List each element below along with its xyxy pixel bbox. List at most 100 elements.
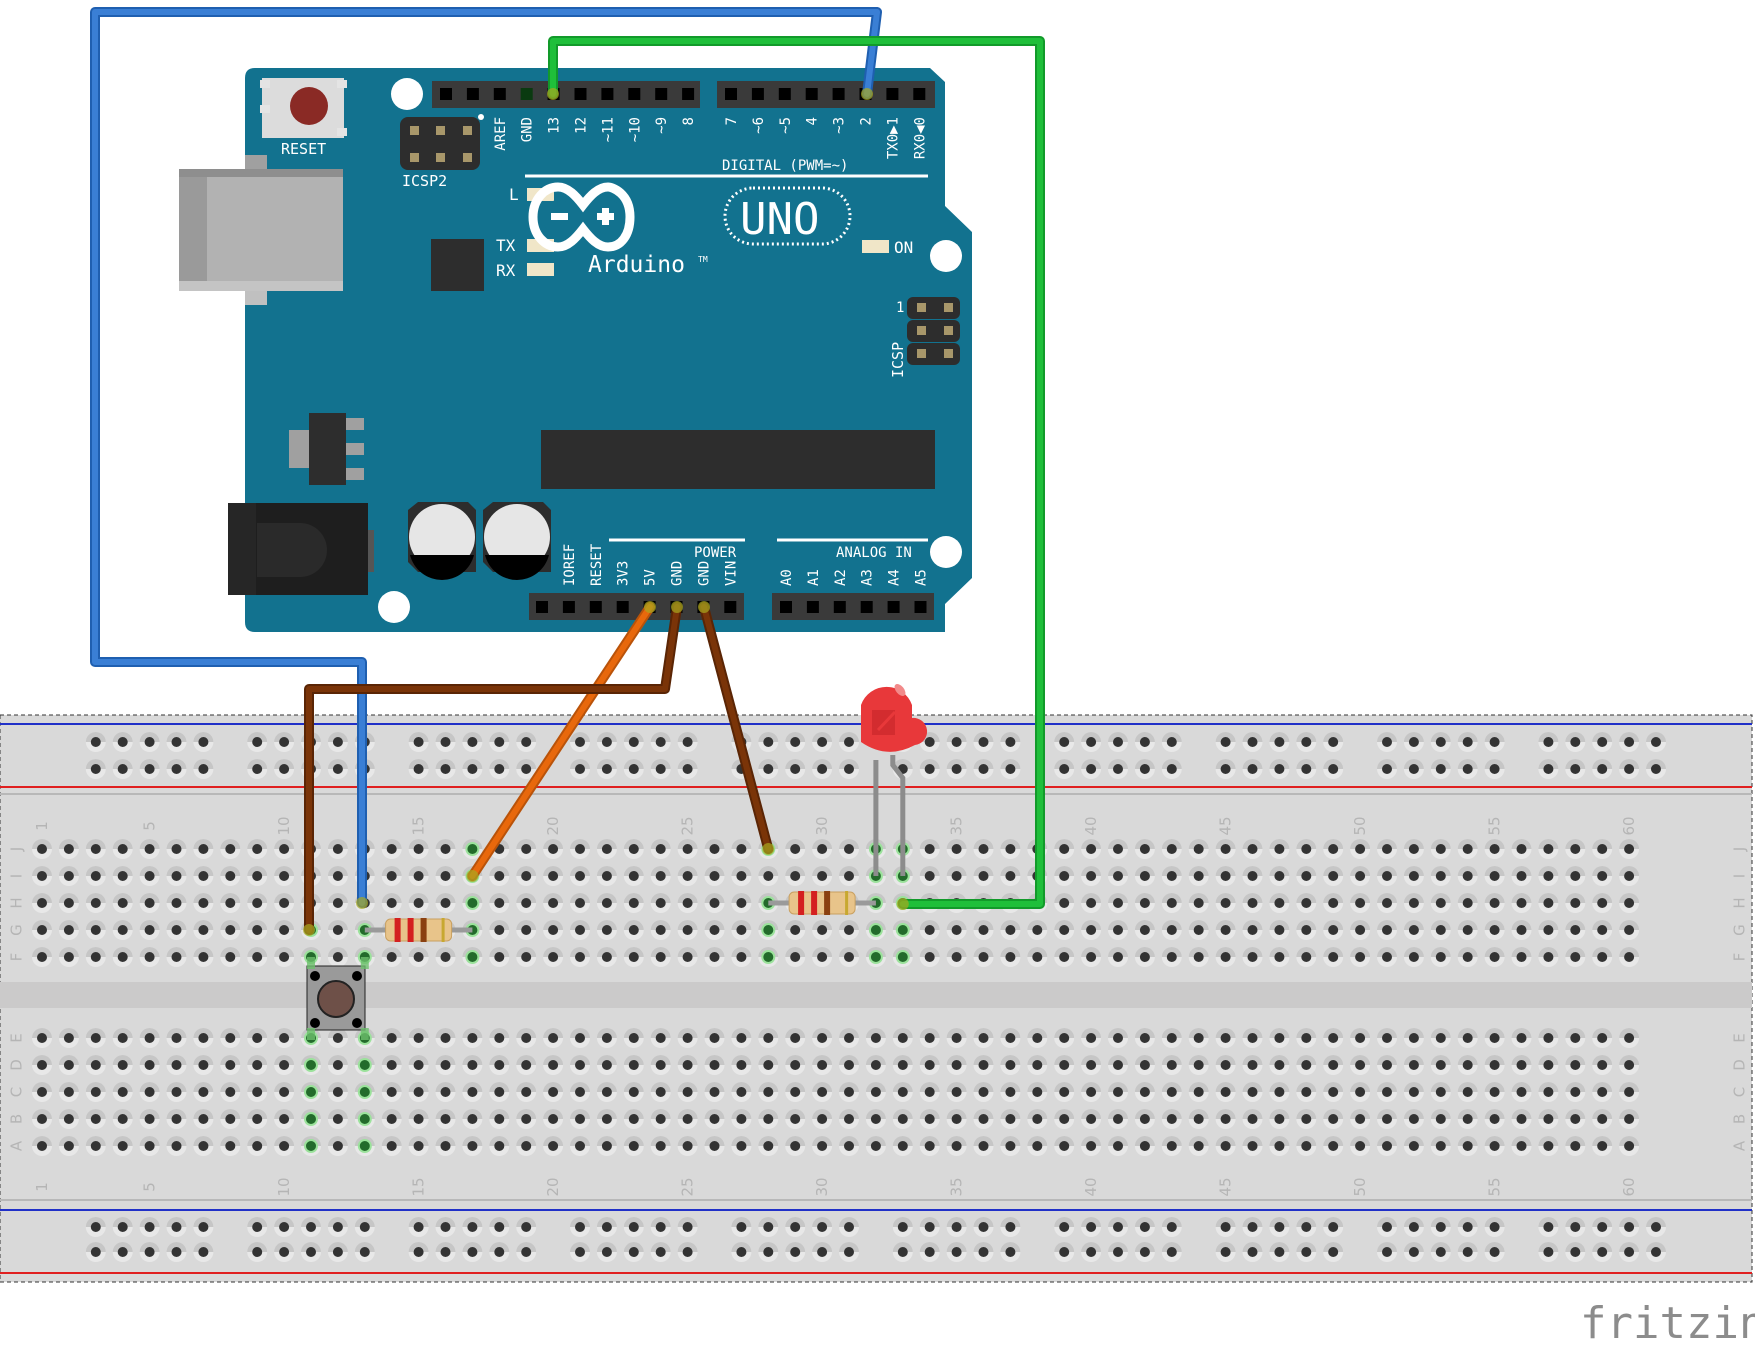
breadboard-hole[interactable] [462,1242,483,1262]
breadboard-hole[interactable] [758,920,779,940]
breadboard-hole[interactable] [677,839,698,859]
breadboard-hole[interactable] [1054,947,1075,967]
breadboard-hole[interactable] [1403,1109,1424,1129]
breadboard-hole[interactable] [1215,920,1236,940]
breadboard-hole[interactable] [1403,839,1424,859]
breadboard-hole[interactable] [247,732,268,752]
breadboard-hole[interactable] [516,947,537,967]
breadboard-hole[interactable] [1403,1028,1424,1048]
breadboard-hole[interactable] [1134,1109,1155,1129]
breadboard-hole[interactable] [166,1028,187,1048]
wire-blue-pin2[interactable] [90,7,882,909]
breadboard-hole[interactable] [677,1082,698,1102]
breadboard-hole[interactable] [543,839,564,859]
breadboard-hole[interactable] [354,1109,375,1129]
breadboard-hole[interactable] [274,1028,295,1048]
breadboard-hole[interactable] [785,1217,806,1237]
breadboard-hole[interactable] [327,1242,348,1262]
breadboard-hole[interactable] [1511,893,1532,913]
breadboard-hole[interactable] [1377,893,1397,913]
breadboard-hole[interactable] [1377,1136,1397,1156]
breadboard-hole[interactable] [435,1217,456,1237]
breadboard-hole[interactable] [677,1217,698,1237]
breadboard-hole[interactable] [1511,1055,1532,1075]
breadboard-hole[interactable] [462,947,483,967]
breadboard-hole[interactable] [839,920,859,940]
breadboard-hole[interactable] [381,1055,402,1075]
breadboard-hole[interactable] [650,1055,671,1075]
breadboard-hole[interactable] [1403,732,1424,752]
breadboard-hole[interactable] [758,1055,779,1075]
breadboard-hole[interactable] [1134,732,1155,752]
breadboard-hole[interactable] [1242,1136,1263,1156]
breadboard-hole[interactable] [1269,1028,1290,1048]
breadboard-hole[interactable] [543,1028,564,1048]
breadboard-hole[interactable] [812,1109,833,1129]
breadboard-hole[interactable] [704,947,725,967]
breadboard-hole[interactable] [1592,732,1613,752]
breadboard-hole[interactable] [570,920,590,940]
breadboard-hole[interactable] [1538,1055,1559,1075]
breadboard-hole[interactable] [1592,1217,1613,1237]
breadboard-hole[interactable] [274,893,295,913]
breadboard-hole[interactable] [1054,759,1075,779]
breadboard-hole[interactable] [596,1082,617,1102]
breadboard-hole[interactable] [1215,1082,1236,1102]
breadboard-hole[interactable] [112,920,133,940]
breadboard-hole[interactable] [973,732,994,752]
wire-brown-gnd1[interactable] [303,601,683,936]
breadboard-hole[interactable] [1000,920,1021,940]
breadboard-hole[interactable] [1323,1082,1344,1102]
breadboard-hole[interactable] [946,1136,967,1156]
breadboard-hole[interactable] [112,1136,133,1156]
breadboard-hole[interactable] [1619,1217,1640,1237]
breadboard-hole[interactable] [408,1136,429,1156]
breadboard-hole[interactable] [1403,1242,1424,1262]
header-pin[interactable] [601,88,614,100]
breadboard-hole[interactable] [1188,866,1209,886]
breadboard-hole[interactable] [1484,1242,1505,1262]
breadboard-hole[interactable] [274,866,295,886]
breadboard-hole[interactable] [1161,1055,1182,1075]
breadboard-hole[interactable] [408,1242,429,1262]
breadboard-hole[interactable] [1134,839,1155,859]
breadboard-hole[interactable] [946,732,967,752]
header-pin[interactable] [655,88,668,100]
breadboard-hole[interactable] [704,839,725,859]
breadboard-hole[interactable] [166,920,187,940]
breadboard-hole[interactable] [112,759,133,779]
breadboard-hole[interactable] [650,1136,671,1156]
breadboard-hole[interactable] [650,732,671,752]
breadboard-hole[interactable] [1430,1082,1451,1102]
breadboard-hole[interactable] [865,1136,886,1156]
breadboard-hole[interactable] [1108,759,1128,779]
breadboard-hole[interactable] [247,1242,268,1262]
breadboard-hole[interactable] [220,1055,241,1075]
breadboard-hole[interactable] [839,759,859,779]
breadboard-hole[interactable] [731,1136,752,1156]
breadboard-hole[interactable] [946,759,967,779]
breadboard-hole[interactable] [139,1242,160,1262]
breadboard-hole[interactable] [516,920,537,940]
breadboard-hole[interactable] [489,920,510,940]
breadboard-hole[interactable] [1350,893,1371,913]
breadboard-hole[interactable] [596,759,617,779]
breadboard-hole[interactable] [247,947,268,967]
breadboard-hole[interactable] [1108,1055,1128,1075]
wire-end[interactable] [466,870,479,882]
breadboard-hole[interactable] [812,947,833,967]
header-pin[interactable] [440,88,452,100]
breadboard-hole[interactable] [1081,920,1102,940]
breadboard-hole[interactable] [1296,1217,1317,1237]
breadboard-hole[interactable] [623,866,644,886]
breadboard-hole[interactable] [1323,839,1344,859]
breadboard-hole[interactable] [489,1028,510,1048]
breadboard-hole[interactable] [247,759,268,779]
breadboard-hole[interactable] [139,1109,160,1129]
breadboard-hole[interactable] [435,1136,456,1156]
breadboard-hole[interactable] [1161,1109,1182,1129]
breadboard-hole[interactable] [58,1136,79,1156]
breadboard-hole[interactable] [516,732,537,752]
breadboard-hole[interactable] [1296,947,1317,967]
breadboard-hole[interactable] [58,920,79,940]
